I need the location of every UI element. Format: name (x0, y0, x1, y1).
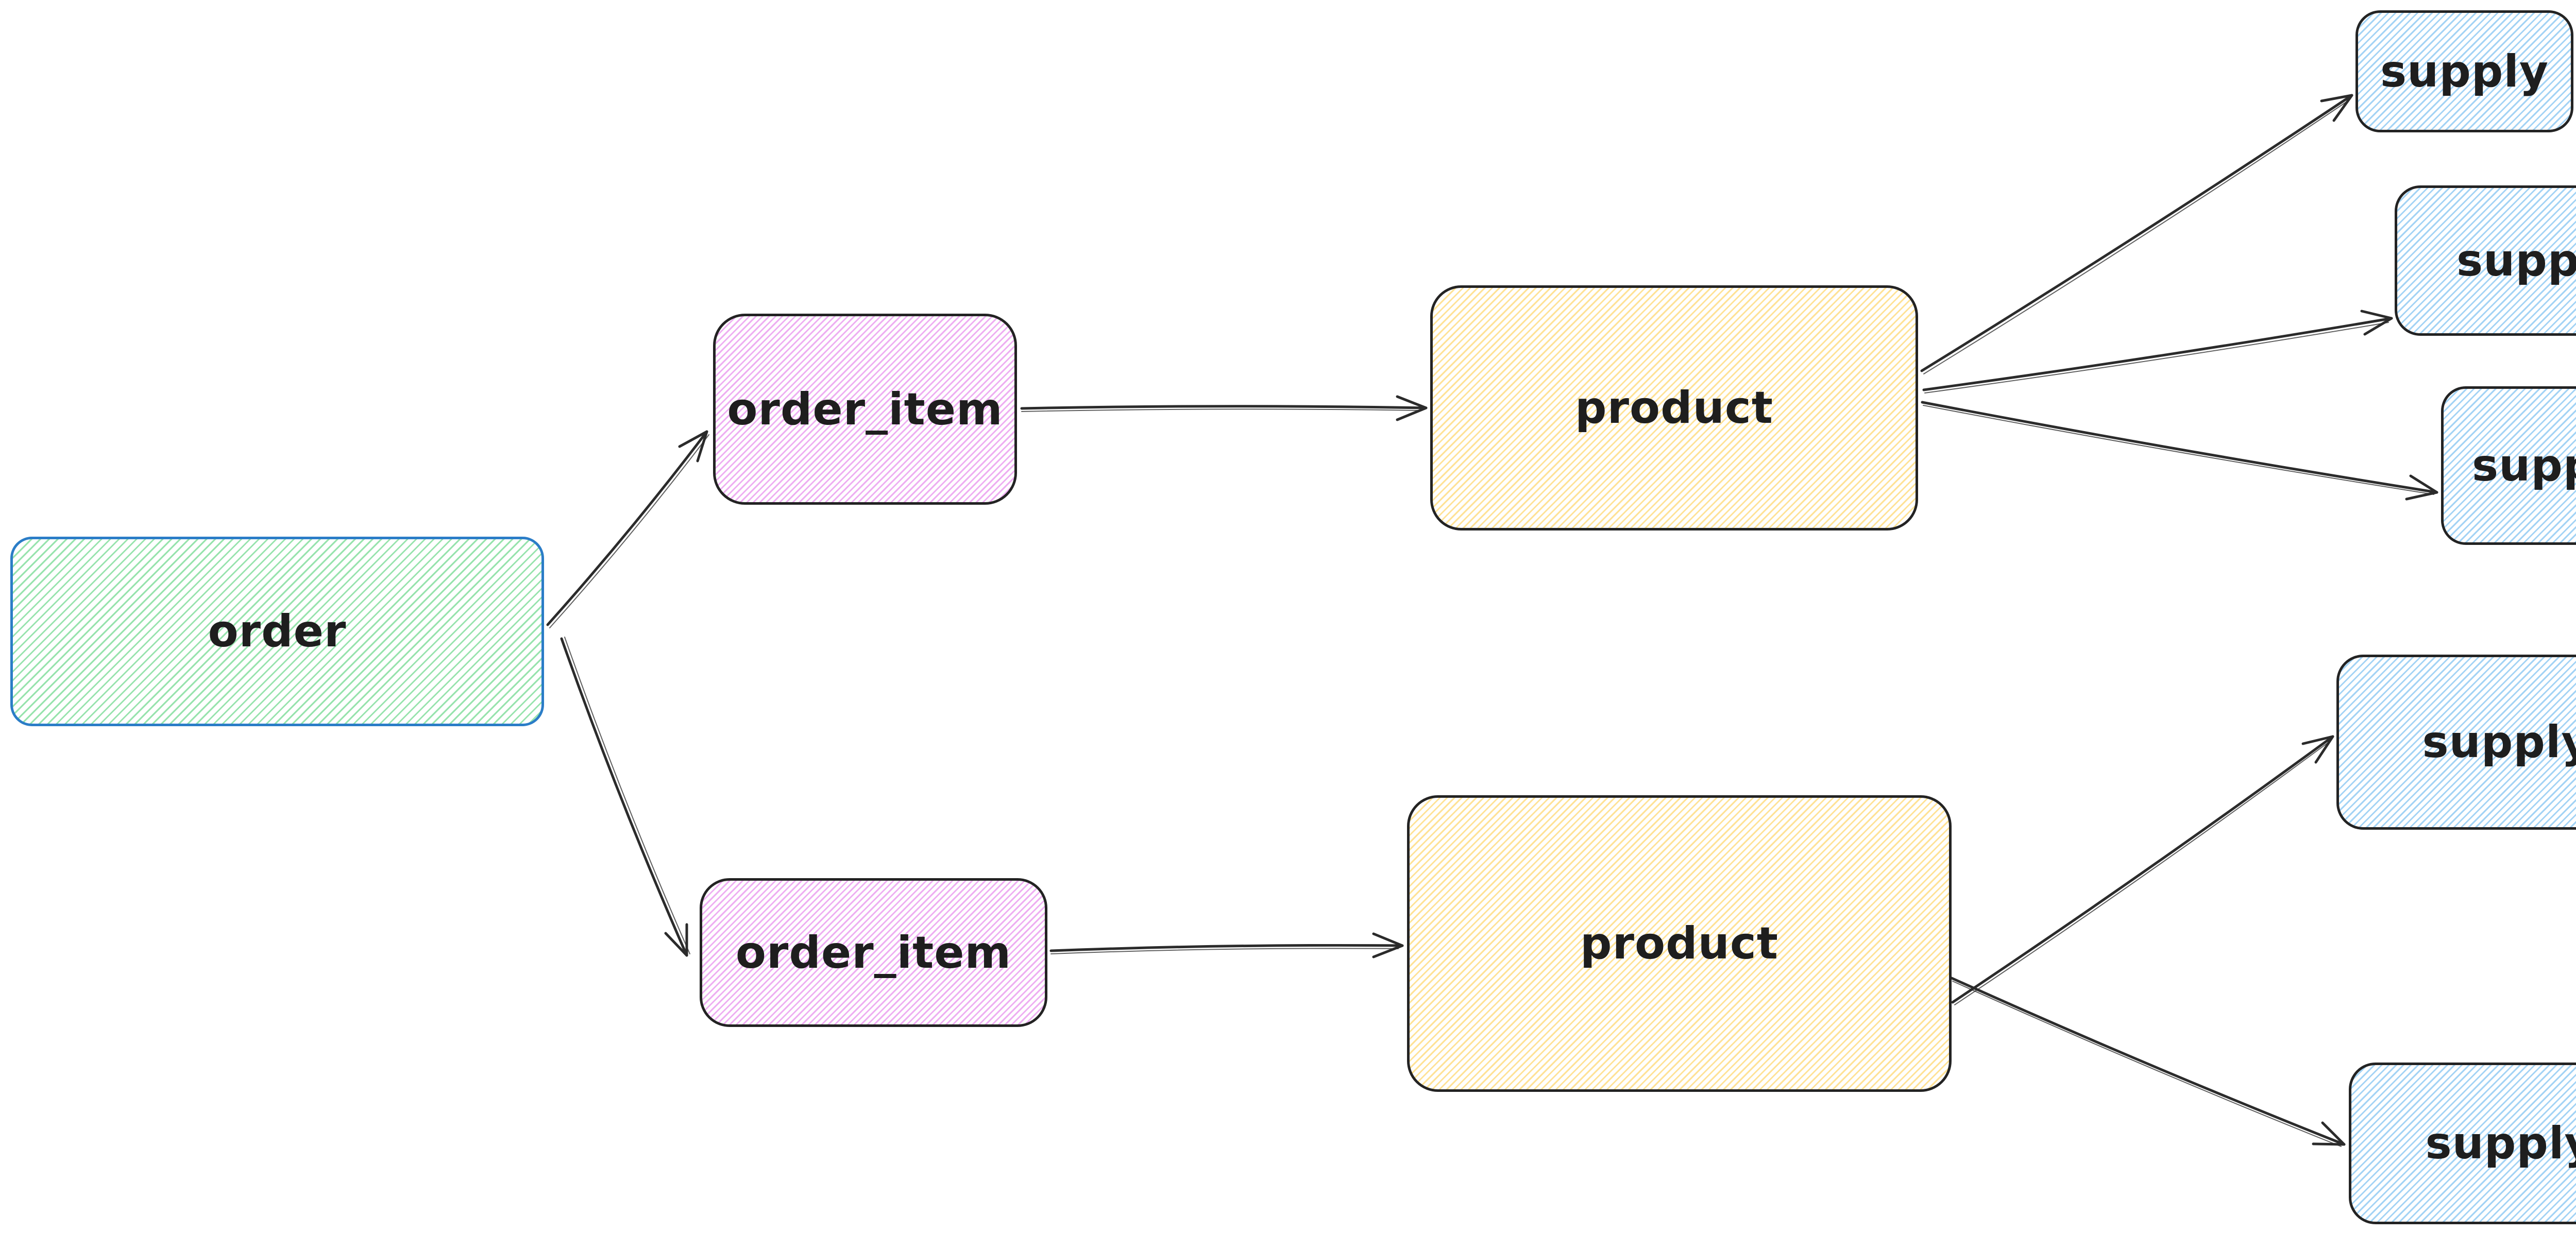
node-supply-4[interactable]: supply (2336, 655, 2576, 830)
node-supply-4-label: supply (2422, 716, 2576, 768)
node-product-top-label: product (1575, 382, 1773, 434)
arrow-product-bottom-to-supply-5[interactable] (1950, 977, 2346, 1147)
node-supply-2-label: supply (2456, 235, 2576, 286)
arrow-order-to-order-item-bottom[interactable] (560, 637, 690, 957)
arrow-product-top-to-supply-3[interactable] (1921, 401, 2438, 501)
node-supply-3-label: supply (2471, 440, 2576, 491)
arrow-order-to-order-item-top[interactable] (546, 430, 709, 628)
node-order-item-bottom-label: order_item (735, 927, 1012, 979)
node-order-item-bottom[interactable]: order_item (700, 878, 1047, 1027)
node-order-label: order (208, 606, 347, 657)
node-order-item-top-label: order_item (727, 383, 1003, 435)
node-product-top[interactable]: product (1430, 285, 1918, 530)
node-supply-1-label: supply (2380, 45, 2549, 97)
node-product-bottom-label: product (1580, 918, 1778, 969)
node-supply-1[interactable]: supply (2355, 10, 2573, 132)
node-supply-5[interactable]: supply (2349, 1063, 2576, 1224)
node-supply-2[interactable]: supply (2395, 185, 2576, 336)
arrow-product-bottom-to-supply-4[interactable] (1951, 735, 2334, 1005)
node-supply-5-label: supply (2425, 1118, 2576, 1169)
arrow-order-item-bottom-to-product-bottom[interactable] (1049, 932, 1404, 958)
node-order[interactable]: order (10, 537, 544, 726)
node-supply-3[interactable]: supply (2441, 386, 2576, 545)
node-product-bottom[interactable]: product (1407, 795, 1952, 1092)
arrow-product-top-to-supply-1[interactable] (1920, 94, 2353, 374)
node-order-item-top[interactable]: order_item (713, 314, 1017, 505)
arrow-product-top-to-supply-2[interactable] (1922, 310, 2393, 393)
arrow-order-item-top-to-product-top[interactable] (1020, 395, 1428, 421)
